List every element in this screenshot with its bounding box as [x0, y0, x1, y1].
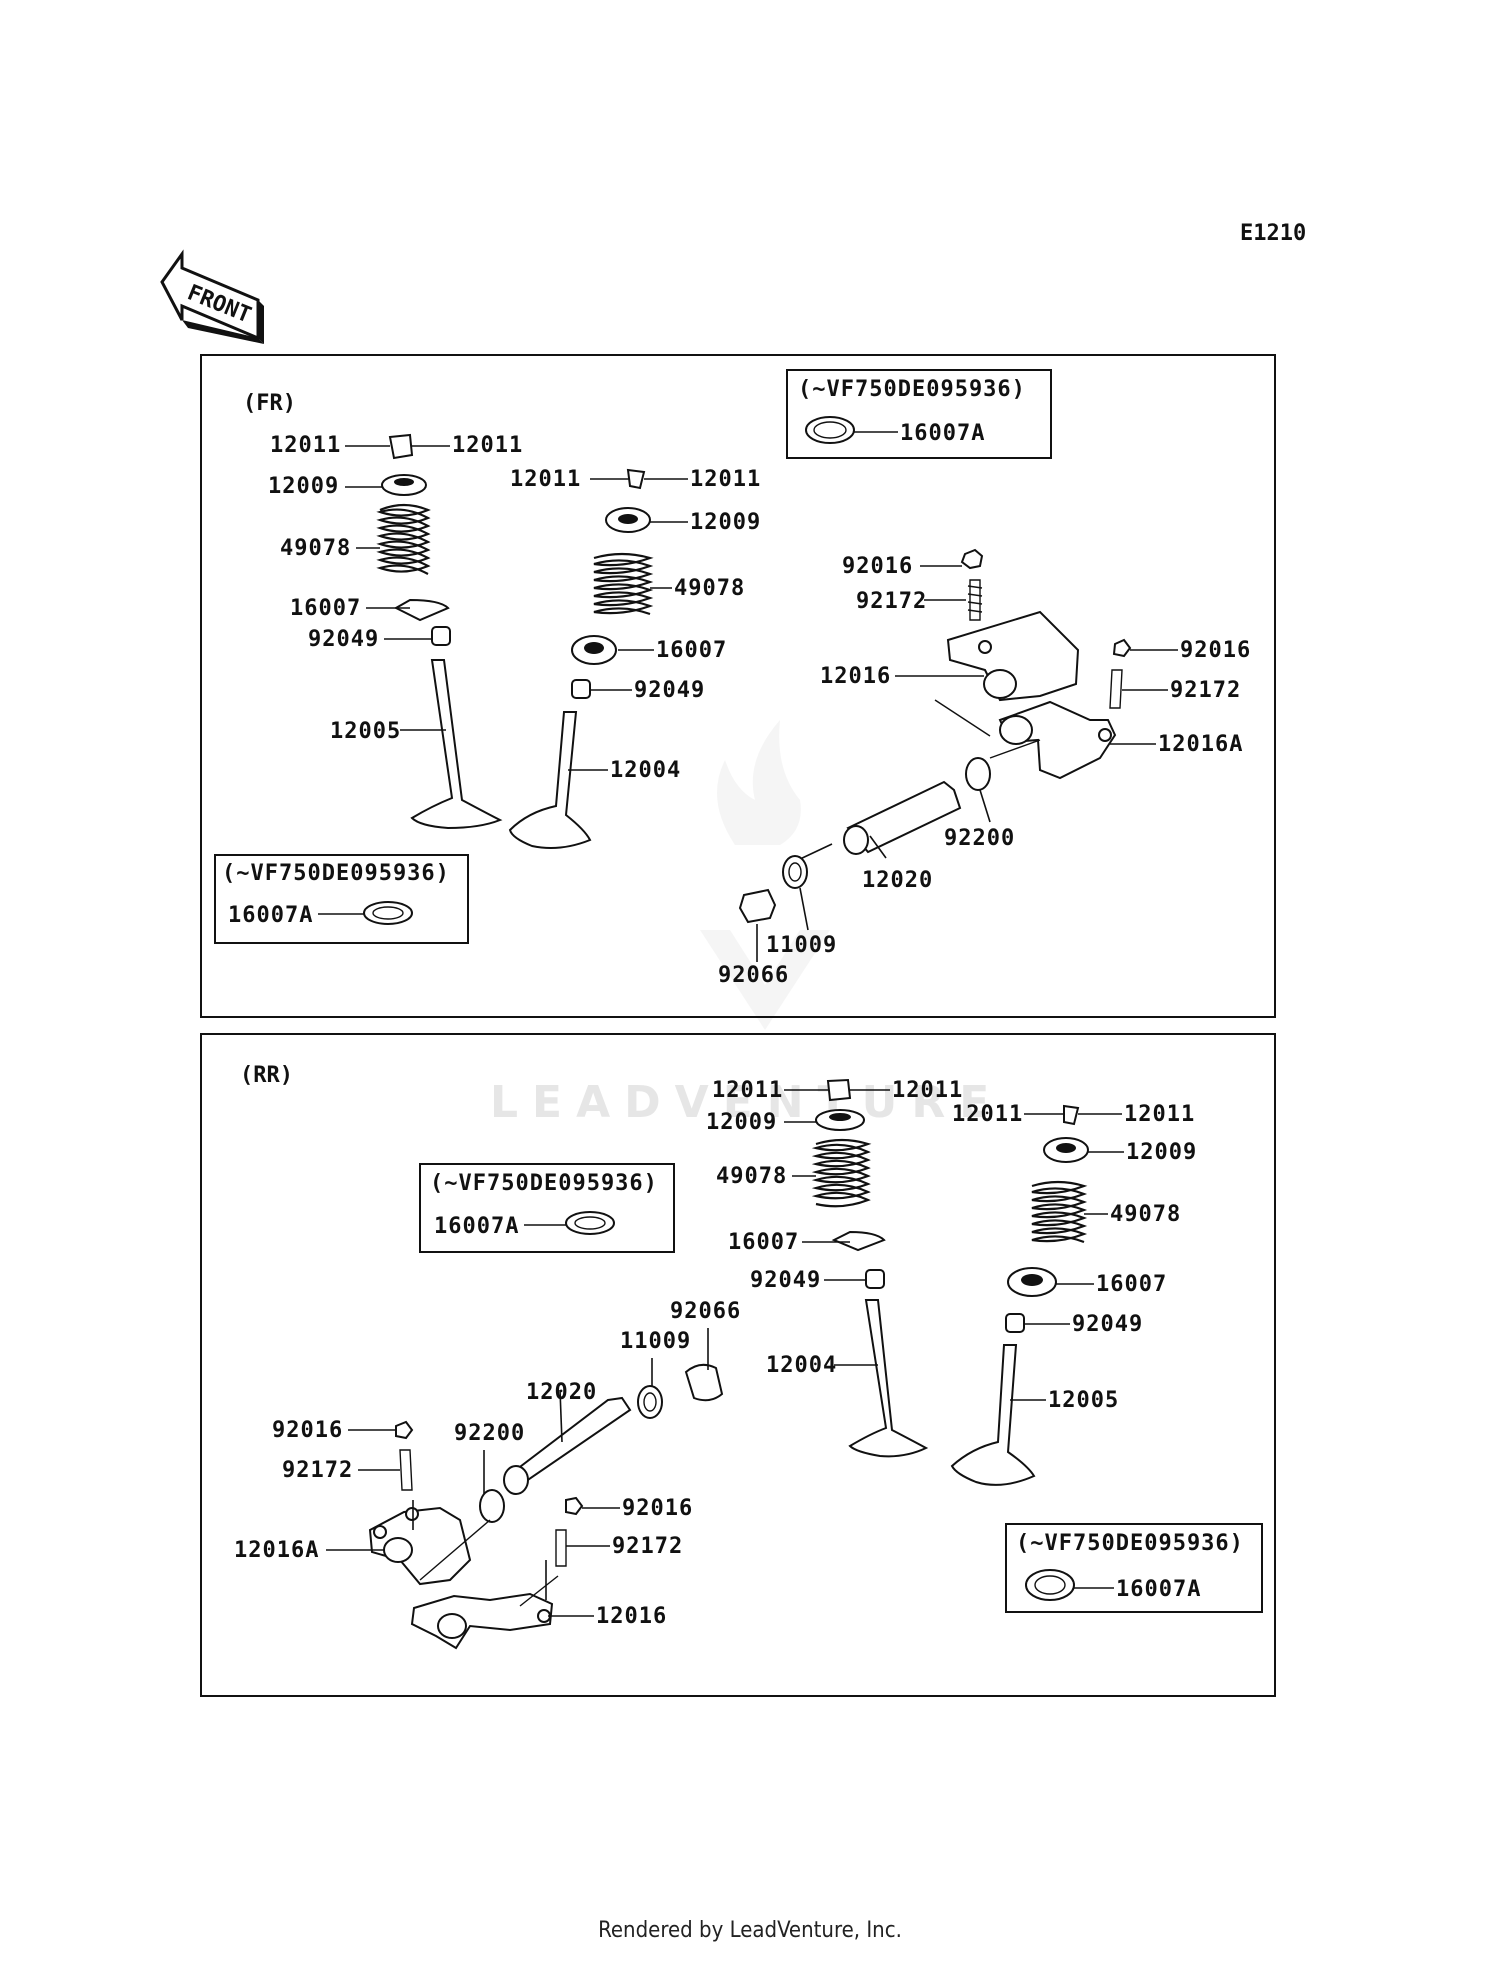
note-part: 16007A [434, 1214, 519, 1239]
part-label: 12004 [766, 1353, 837, 1378]
note-serial: (~VF750DE095936) [798, 377, 1026, 402]
watermark-text: LEADVENTURE [490, 1077, 1003, 1128]
note-serial: (~VF750DE095936) [1016, 1531, 1244, 1556]
part-label: 12020 [526, 1380, 597, 1405]
part-label: 92066 [718, 963, 789, 988]
rear-panel-title: (RR) [240, 1063, 293, 1088]
part-label: 12011 [510, 467, 581, 492]
note-serial: (~VF750DE095936) [222, 861, 450, 886]
part-label: 92016 [842, 554, 913, 579]
part-label: 12009 [268, 474, 339, 499]
part-label: 92066 [670, 1299, 741, 1324]
part-label: 92016 [1180, 638, 1251, 663]
part-label: 92049 [750, 1268, 821, 1293]
part-label: 92049 [1072, 1312, 1143, 1337]
part-label: 12020 [862, 868, 933, 893]
rear-note-box-2: (~VF750DE095936) 16007A [1005, 1523, 1263, 1613]
footer-credit: Rendered by LeadVenture, Inc. [598, 1918, 902, 1943]
front-panel-title: (FR) [243, 391, 296, 416]
part-label: 11009 [620, 1329, 691, 1354]
front-right-valve-stack [508, 468, 688, 849]
part-label: 12009 [1126, 1140, 1197, 1165]
part-label: 12011 [452, 433, 523, 458]
part-label: 12004 [610, 758, 681, 783]
watermark-logo [700, 720, 830, 1030]
part-label: 92200 [454, 1421, 525, 1446]
front-panel: (FR) (~VF750DE095936) 16007A (~VF750DE09… [200, 354, 1276, 1018]
part-label: 12011 [892, 1078, 963, 1103]
rear-right-valve-stack [950, 1104, 1124, 1486]
part-label: 12016 [596, 1604, 667, 1629]
part-label: 92049 [308, 627, 379, 652]
part-label: 92172 [612, 1534, 683, 1559]
part-label: 92172 [856, 589, 927, 614]
front-part-labels: 12011 12011 12009 49078 16007 92049 1200… [268, 433, 1251, 988]
part-label: 49078 [716, 1164, 787, 1189]
rear-rocker-assembly [326, 1328, 724, 1650]
part-label: 12016A [234, 1538, 319, 1563]
part-label: 49078 [1110, 1202, 1181, 1227]
front-note-box-2: (~VF750DE095936) 16007A [214, 854, 469, 944]
part-label: 16007 [1096, 1272, 1167, 1297]
part-label: 92016 [622, 1496, 693, 1521]
part-label: 16007 [290, 596, 361, 621]
note-serial: (~VF750DE095936) [430, 1171, 658, 1196]
note-part: 16007A [1116, 1577, 1201, 1602]
front-arrow-icon: FRONT [160, 249, 264, 344]
part-label: 12011 [712, 1078, 783, 1103]
part-label: 12016 [820, 664, 891, 689]
part-label: 12011 [952, 1102, 1023, 1127]
part-label: 12016A [1158, 732, 1243, 757]
front-note-box-1: (~VF750DE095936) 16007A [786, 369, 1052, 459]
rear-left-valve-stack [784, 1078, 929, 1458]
part-label: 12009 [690, 510, 761, 535]
part-label: 12009 [706, 1110, 777, 1135]
part-label: 49078 [674, 576, 745, 601]
part-label: 92016 [272, 1418, 343, 1443]
part-label: 12005 [1048, 1388, 1119, 1413]
part-label: 16007 [656, 638, 727, 663]
part-label: 92172 [1170, 678, 1241, 703]
part-label: 12011 [690, 467, 761, 492]
part-label: 16007 [728, 1230, 799, 1255]
part-label: 92172 [282, 1458, 353, 1483]
part-label: 92200 [944, 826, 1015, 851]
part-label: 12005 [330, 719, 401, 744]
part-label: 92049 [634, 678, 705, 703]
note-part: 16007A [900, 421, 985, 446]
front-left-valve-stack [345, 433, 503, 830]
rear-part-labels: 12011 12011 12009 49078 16007 92049 1200… [234, 1078, 1197, 1629]
note-part: 16007A [228, 903, 313, 928]
diagram-code: E1210 [1240, 221, 1306, 246]
part-label: 12011 [270, 433, 341, 458]
part-label: 11009 [766, 933, 837, 958]
part-label: 12011 [1124, 1102, 1195, 1127]
rear-panel: (RR) (~VF750DE095936) 16007A (~VF750DE09… [200, 1033, 1276, 1697]
rear-note-box-1: (~VF750DE095936) 16007A [419, 1163, 675, 1253]
front-rocker-assembly [738, 548, 1178, 962]
part-label: 49078 [280, 536, 351, 561]
